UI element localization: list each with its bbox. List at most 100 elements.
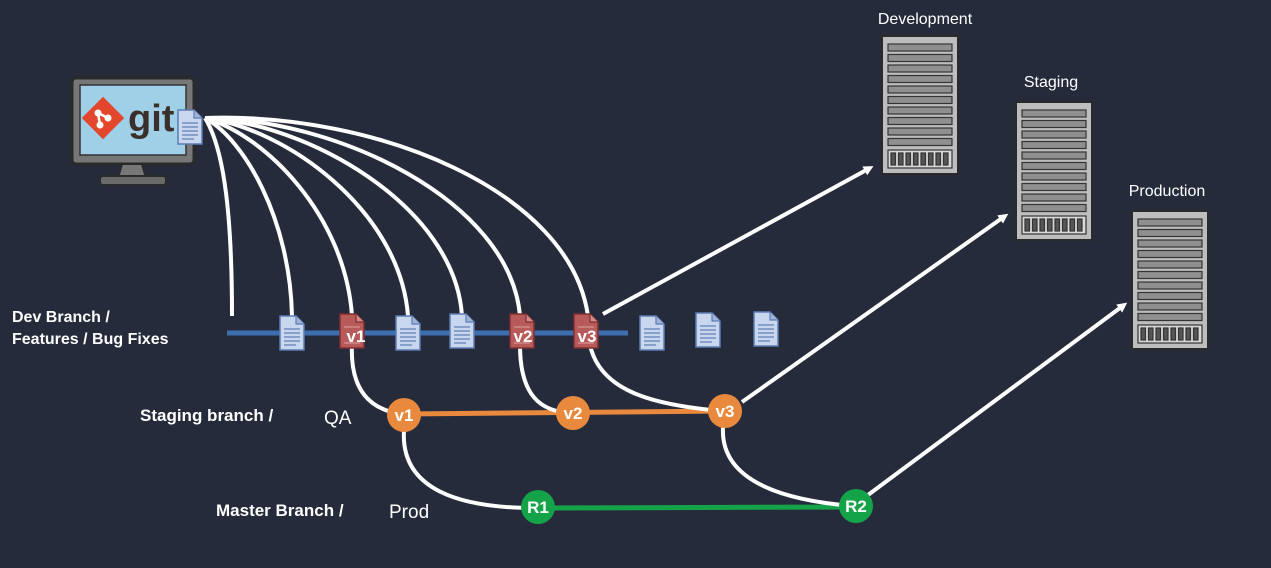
deploy-arrow-staging	[740, 213, 1009, 404]
server-drive	[1024, 218, 1031, 232]
server-slot	[1137, 239, 1203, 248]
server-drive	[1046, 218, 1053, 232]
server-slot	[1137, 249, 1203, 259]
server-drive	[905, 152, 912, 166]
server-development	[881, 35, 959, 175]
server-drive	[1039, 218, 1046, 232]
git-logo-text: git	[128, 98, 175, 140]
curve-to-v3	[204, 115, 590, 317]
staging-branch-sublabel: QA	[324, 408, 352, 429]
server-drive	[927, 152, 934, 166]
curve-to-v2	[204, 116, 522, 317]
master-node-label: R1	[527, 498, 549, 517]
dev-version-v3: v3	[578, 327, 597, 346]
server-drive-bay	[1137, 324, 1203, 344]
server-drive	[897, 152, 904, 166]
dev-branch-commits: v1 v2 v3	[279, 311, 779, 351]
server-drive	[890, 152, 897, 166]
staging-node-v2	[556, 396, 590, 430]
server-staging	[1015, 101, 1093, 241]
merge-curves	[349, 344, 854, 510]
server-slot	[1137, 260, 1203, 269]
curve-to-commit-1	[204, 116, 294, 317]
master-branch-sublabel: Prod	[389, 502, 429, 523]
commit-document-icon	[395, 315, 421, 351]
curve-to-dev-start	[203, 116, 234, 317]
master-node-r2	[839, 489, 873, 523]
server-slot	[1021, 203, 1087, 213]
server-drive	[1031, 218, 1038, 232]
server-slot	[1137, 291, 1203, 301]
monitor-base	[99, 175, 167, 186]
server-label-development: Development	[878, 11, 973, 28]
commit-document-icon	[753, 311, 779, 347]
server-slot	[887, 137, 953, 147]
server-slot	[887, 106, 953, 115]
merge-v3-to-staging	[588, 344, 724, 413]
server-drive	[942, 152, 949, 166]
server-slot	[887, 74, 953, 84]
server-drive	[1054, 218, 1061, 232]
commit-curves	[203, 115, 590, 317]
dev-version-v1: v1	[347, 327, 366, 346]
server-slot	[1021, 130, 1087, 139]
deploy-arrow-production	[866, 302, 1128, 497]
commit-document-icon	[639, 315, 665, 351]
server-slot	[1137, 302, 1203, 311]
deploy-arrow-development	[602, 166, 874, 316]
master-branch-line	[536, 504, 856, 511]
deploy-arrows	[602, 166, 1128, 497]
staging-nodes: v1 v2 v3	[387, 394, 742, 432]
curve-to-commit-4	[204, 116, 464, 317]
server-slot	[1021, 140, 1087, 150]
server-drive	[912, 152, 919, 166]
server-drive	[1192, 327, 1199, 341]
server-drive	[1147, 327, 1154, 341]
server-drive-bay	[1021, 215, 1087, 235]
server-drive	[1140, 327, 1147, 341]
staging-node-label: v1	[395, 406, 414, 425]
server-slot	[1021, 193, 1087, 202]
server-slot	[1137, 218, 1203, 227]
server-slot	[1021, 119, 1087, 129]
server-slot	[1021, 172, 1087, 181]
server-drive	[1076, 218, 1083, 232]
master-node-label: R2	[845, 497, 867, 516]
dev-branch-label-line2: Features / Bug Fixes	[12, 331, 169, 348]
commit-document-icon	[279, 315, 305, 351]
staging-node-v1	[387, 398, 421, 432]
server-drive	[1170, 327, 1177, 341]
server-slot	[887, 43, 953, 52]
server-slot	[1137, 312, 1203, 322]
server-slot	[1021, 151, 1087, 160]
server-slot	[887, 116, 953, 126]
merge-staging-v3-to-r2	[720, 426, 854, 508]
server-drive	[1162, 327, 1169, 341]
server-drive-bay	[887, 149, 953, 169]
server-slot	[887, 64, 953, 73]
staging-branch-label: Staging branch /	[140, 406, 273, 425]
server-drive	[1155, 327, 1162, 341]
server-production	[1131, 210, 1209, 350]
staging-node-label: v3	[716, 402, 735, 421]
server-slot	[1137, 281, 1203, 290]
dev-branch-label-line1: Dev Branch /	[12, 309, 110, 326]
server-drive	[1061, 218, 1068, 232]
commit-document-icon	[449, 313, 475, 349]
server-drive	[920, 152, 927, 166]
master-branch-label: Master Branch /	[216, 501, 344, 520]
server-slot	[887, 53, 953, 63]
server-slot	[887, 85, 953, 94]
master-node-r1	[521, 490, 555, 524]
staging-node-label: v2	[564, 404, 583, 423]
server-slot	[1021, 182, 1087, 192]
server-drive	[935, 152, 942, 166]
server-drive	[1177, 327, 1184, 341]
curve-to-v1	[204, 116, 354, 317]
server-slot	[1137, 228, 1203, 238]
server-label-staging: Staging	[1024, 74, 1078, 91]
merge-staging-v1-to-r1	[401, 429, 536, 510]
server-slot	[1021, 161, 1087, 171]
dev-version-v2: v2	[514, 327, 533, 346]
